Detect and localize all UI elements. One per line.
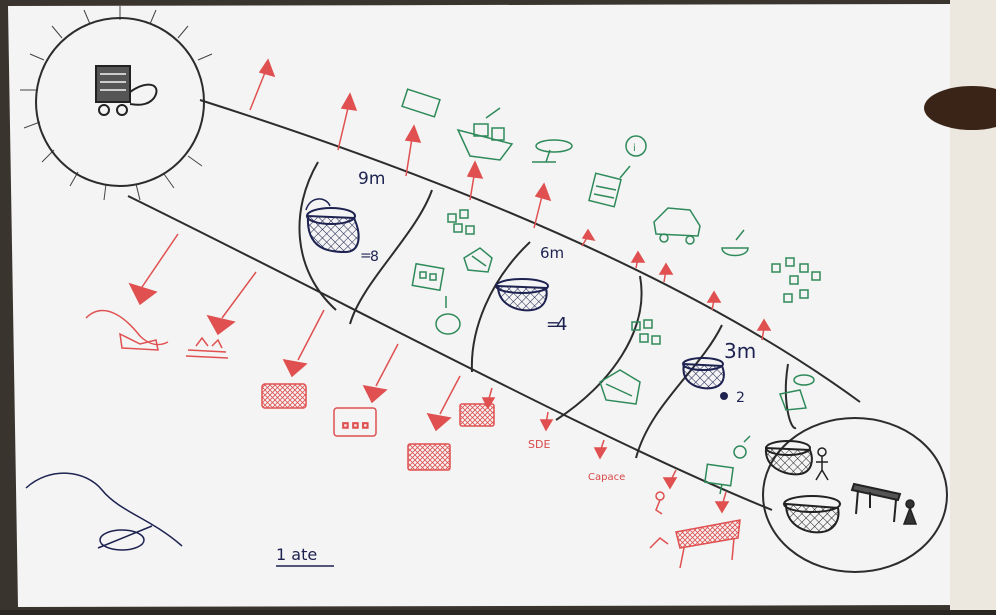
end-circle-contents xyxy=(764,440,918,534)
cluster-icon xyxy=(631,319,661,345)
car-icon xyxy=(653,207,701,245)
river-line xyxy=(25,472,183,547)
stool-icon xyxy=(532,139,573,163)
basket-icon xyxy=(495,278,549,312)
section-label-6m: 6m xyxy=(540,244,564,262)
box-icon xyxy=(459,403,495,427)
brick-icon xyxy=(401,88,441,118)
hut-icon xyxy=(599,369,641,405)
divider-1 xyxy=(298,161,337,311)
cluster-icon xyxy=(771,257,821,303)
seed-icon xyxy=(649,491,669,549)
person-icon xyxy=(902,499,918,525)
basket-count-3m: 2 xyxy=(736,390,745,406)
hut-icon xyxy=(463,247,493,273)
basket-count-9m: 8 xyxy=(370,249,379,265)
red-arrows-bottom xyxy=(128,233,730,514)
basket-icon xyxy=(305,198,360,254)
red-arrows-top xyxy=(249,58,772,341)
box-icon xyxy=(261,383,307,409)
basket-icon xyxy=(764,440,813,476)
plant-icon xyxy=(733,435,751,459)
section-9m: 9m = 8 xyxy=(305,169,385,265)
section-3m: 3m 2 xyxy=(682,339,756,406)
bottom-left-sketch xyxy=(25,472,183,551)
equals-sign: = xyxy=(546,315,560,335)
divider-2 xyxy=(349,189,433,325)
building-icon xyxy=(588,165,631,208)
dot-mark xyxy=(720,392,728,400)
cluster-icon xyxy=(447,209,475,235)
red-icons-bottom: ▫ ▫ ▫ xyxy=(85,309,741,569)
main-band xyxy=(127,99,861,511)
animal-icon xyxy=(85,309,169,351)
divider-3 xyxy=(470,241,531,373)
pot-icon xyxy=(435,296,461,335)
hand xyxy=(924,86,996,130)
box-icon xyxy=(333,407,377,437)
bottom-note-text: 1 ate xyxy=(276,545,317,564)
basket-icon xyxy=(783,495,841,534)
label-sde: SDE xyxy=(528,438,550,451)
basket-icon xyxy=(682,357,725,390)
section-label-9m: 9m xyxy=(358,169,385,189)
figure-icon xyxy=(185,336,229,359)
paper-sheet xyxy=(8,4,975,607)
basket-count-6m: 4 xyxy=(556,314,567,335)
person-icon xyxy=(815,447,829,481)
bowl-icon xyxy=(721,229,749,257)
divider-4 xyxy=(555,275,643,421)
box-icon xyxy=(704,463,734,495)
machine-icon xyxy=(95,65,158,116)
info-icon xyxy=(625,135,647,157)
box-icon xyxy=(407,443,451,471)
sun-rays xyxy=(20,6,213,201)
table-icon xyxy=(850,482,902,523)
label-capace: Capace xyxy=(588,472,625,483)
info-icon-glyph: i xyxy=(633,143,636,154)
section-label-3m: 3m xyxy=(724,339,756,363)
bottom-note: 1 ate xyxy=(276,545,334,567)
box-marks: ▫ ▫ ▫ xyxy=(342,420,369,431)
equals-sign: = xyxy=(360,248,372,264)
green-icons: i xyxy=(401,88,821,495)
stool-icon xyxy=(778,374,815,411)
house-icon xyxy=(411,262,445,292)
divider-5 xyxy=(635,324,723,459)
end-circle xyxy=(762,417,948,573)
desk-icon xyxy=(675,519,741,569)
animal-icon xyxy=(97,525,153,551)
section-6m: 6m = 4 xyxy=(495,244,567,335)
boat-icon xyxy=(456,107,514,161)
band-top-edge xyxy=(199,99,861,403)
